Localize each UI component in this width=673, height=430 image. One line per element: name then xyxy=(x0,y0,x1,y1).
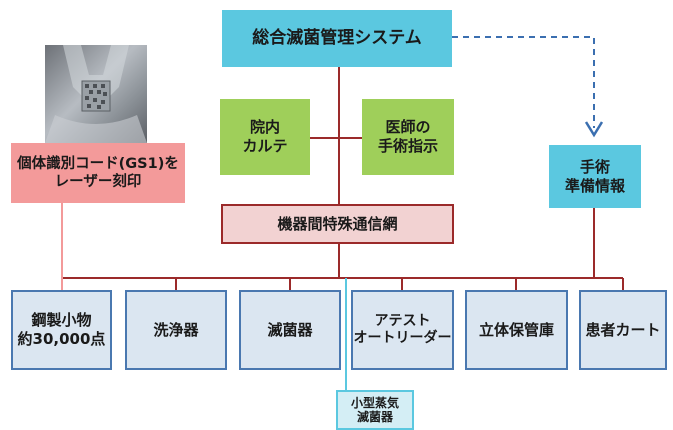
instrument-icon xyxy=(45,45,147,143)
doctor-instruction-box: 医師の 手術指示 xyxy=(362,99,454,175)
small-steam-sterilizer-box: 小型蒸気 滅菌器 xyxy=(336,390,414,430)
device-washer: 洗浄器 xyxy=(125,290,227,370)
device-3d-storage: 立体保管庫 xyxy=(465,290,568,370)
engraved-instrument-photo xyxy=(45,45,147,143)
device-patient-cart: 患者カート xyxy=(579,290,667,370)
laser-engraving-box: 個体識別コード(GS1)を レーザー刻印 xyxy=(11,143,185,203)
device-sterilizer: 滅菌器 xyxy=(239,290,341,370)
sterilization-management-system-box: 総合滅菌管理システム xyxy=(222,10,452,67)
arrow-head-icon xyxy=(584,121,604,138)
device-network-box: 機器間特殊通信網 xyxy=(221,204,454,244)
device-steel-instruments: 鋼製小物 約30,000点 xyxy=(11,290,112,370)
device-attest-auto-reader: アテスト オートリーダー xyxy=(351,290,454,370)
surgery-prep-info-box: 手術 準備情報 xyxy=(549,145,641,208)
hospital-chart-box: 院内 カルテ xyxy=(220,99,310,175)
dashed-arrow-line xyxy=(452,36,595,128)
